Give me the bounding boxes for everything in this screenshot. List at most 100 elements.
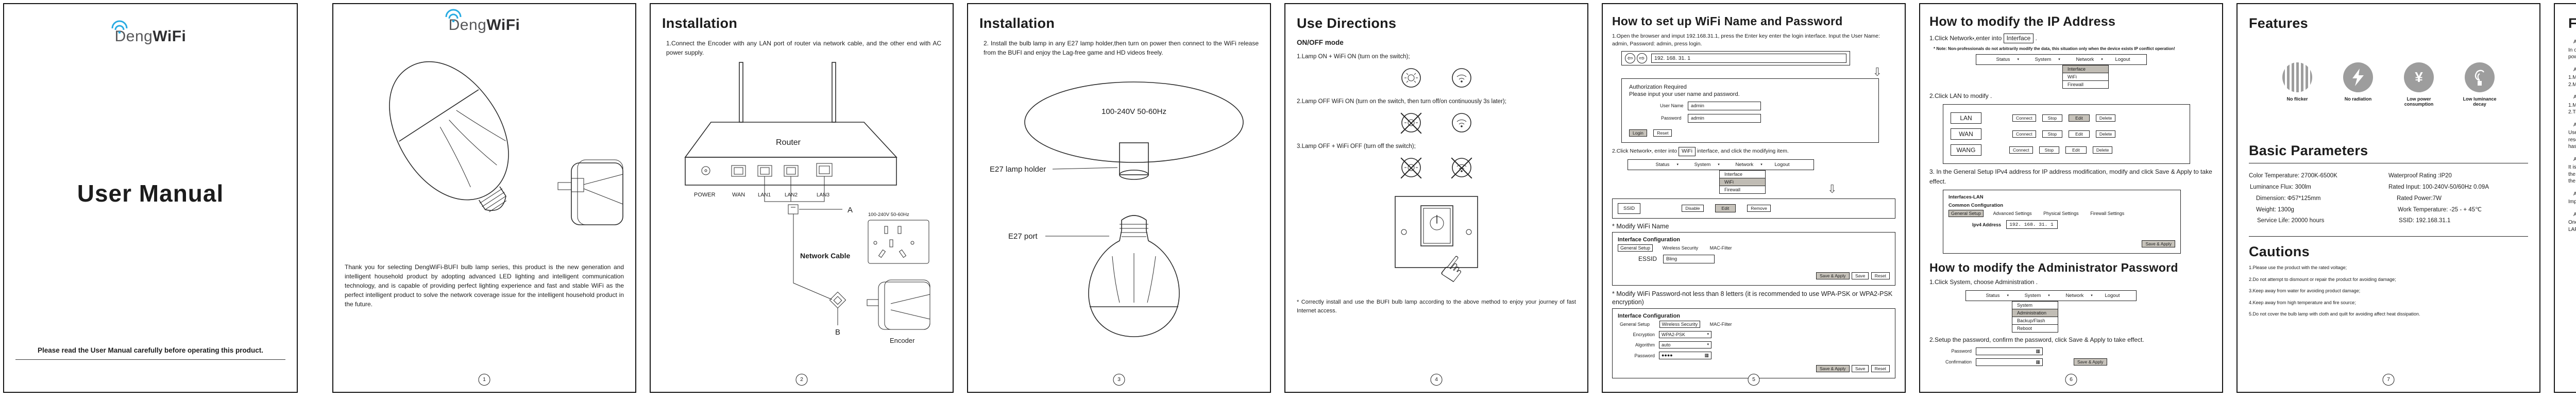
forward-icon: ⇨ — [1637, 53, 1647, 64]
yen-icon: ¥ — [2404, 62, 2434, 92]
ssid-row: SSID Disable Edit Remove — [1612, 198, 1895, 219]
menu-item-logout: Logout — [2115, 57, 2130, 63]
interfaces-lan-config: Interfaces-LAN Common Configuration Gene… — [1943, 190, 2181, 254]
encoder-drawing — [867, 279, 930, 330]
faq-question: Ask: The indicator of BUFI bulb lamp kee… — [2573, 67, 2576, 73]
faq-item: Ask: The indicator of BUFI bulb lamp kee… — [2568, 67, 2576, 89]
save-apply-button: Save & Apply — [2074, 358, 2107, 366]
back-icon: ⇦ — [1625, 53, 1635, 64]
submenu-item-firewall: Firewall — [1720, 185, 1765, 193]
auth-subtitle: Please input your user name and password… — [1629, 91, 1740, 98]
menu-bar: Status▾ System▾ Network▾ Logout — [1628, 159, 1814, 170]
submenu-item-firewall: Firewall — [2063, 80, 2108, 88]
lamp-off-icon — [1400, 112, 1422, 134]
brand-part2: WiFi — [486, 16, 520, 34]
brand-part2: WiFi — [152, 28, 187, 45]
page-title: User Manual — [77, 180, 224, 207]
port-label-lan2: LAN2 — [785, 192, 798, 198]
marker-b: B — [835, 328, 840, 337]
wifi-on-icon — [1451, 112, 1472, 134]
submenu-item-reboot: Reboot — [2012, 324, 2058, 332]
menu-item-system: System▾ — [2024, 292, 2050, 299]
algorithm-label: Algorithm — [1635, 342, 1655, 348]
basic-params-title: Basic Parameters — [2249, 143, 2368, 158]
wifi-step-2: 2.Click Network▾, enter into WiFi interf… — [1612, 147, 1895, 156]
delete-button: Delete — [2095, 114, 2116, 122]
save-apply-button: Save & Apply — [2142, 240, 2175, 248]
bulb-holder-diagram: 100-240V 50-60Hz E27 lamp holder E27 por… — [990, 81, 1244, 337]
stop-button: Stop — [2042, 114, 2063, 122]
password-label: Password — [1661, 115, 1682, 121]
feature-icons: No flicker No radiation ¥ Low power cons… — [2249, 62, 2528, 107]
onoff-mode-title: ON/OFF mode — [1297, 39, 1344, 46]
save-apply-button: Save & Apply — [1816, 365, 1850, 373]
ipv4-label: Ipv4 Address — [1972, 222, 2002, 227]
lamp-off-icon — [1400, 157, 1422, 178]
reset-button: Reset — [1871, 272, 1890, 279]
iface-name: LAN — [1951, 112, 1981, 124]
chevron-down-icon: ▾ — [2017, 58, 2019, 62]
tab-mac-filter: MAC-Filter — [1709, 322, 1732, 327]
flow-arrow: ⇩ — [1872, 65, 1882, 79]
install-step-1: 1.Connect the Encoder with any LAN port … — [666, 40, 941, 56]
wifi-password-field: ●●●●▦ — [1659, 352, 1711, 360]
algorithm-select: auto▾ — [1659, 341, 1711, 349]
param: Rated Input: 100-240V-50/60Hz 0.09A — [2388, 184, 2489, 190]
iface-name: WAN — [1951, 128, 1981, 140]
caution-item: 2.Do not attempt to dismount or repair t… — [2249, 276, 2396, 282]
faq-answer: 1.Make sure the encoder is properly conn… — [2568, 75, 2576, 88]
connect-button: Connect — [2012, 114, 2036, 122]
auth-dialog: Authorization Required Please input your… — [1621, 78, 1879, 143]
menu-item-network: Network▾ — [2065, 292, 2093, 299]
feature-no-flicker: No flicker — [2274, 62, 2321, 107]
submenu-item-wifi: WiFi — [2063, 73, 2108, 80]
params-left: Color Temperature: 2700K-6500K Luminance… — [2249, 171, 2388, 227]
tab-physical-settings: Physical Settings — [2043, 211, 2079, 217]
submenu-item-wifi: WiFi — [1720, 177, 1765, 186]
admin-password-label: Password — [1951, 349, 1972, 354]
feature-low-power: ¥ Low power consumption — [2395, 62, 2443, 107]
router-label: Router — [776, 138, 801, 147]
system-submenu: System Administration Backup/Flash Reboo… — [2012, 301, 2058, 333]
submenu-item-system: System — [2017, 302, 2033, 308]
interface-config-password: Interface Configuration General Setup Wi… — [1612, 308, 1895, 379]
tab-advanced-settings: Advanced Settings — [1993, 211, 2032, 217]
wifi-off-icon — [1451, 157, 1472, 178]
bulb-icon — [2465, 62, 2495, 92]
config-title: Interface Configuration — [1618, 236, 1681, 243]
section-title: Installation — [979, 15, 1055, 31]
wifi-step-1: 1.Open the browser and imput 192.168.31.… — [1612, 33, 1880, 47]
admin-title: How to modify the Administrator Password — [1929, 261, 2178, 275]
modify-name-title: * Modify WiFi Name — [1612, 222, 1669, 230]
caution-item: 5.Do not cover the bulb lamp with cloth … — [2249, 311, 2420, 317]
panel-ip-address: How to modify the IP Address 1.Click Net… — [1919, 3, 2223, 393]
faq-question: Ask: The WiFi signal is transmitted via … — [2573, 191, 2576, 197]
use-item-3: 3.Lamp OFF + WiFi OFF (turn off the swit… — [1297, 143, 1416, 150]
param: Service Life: 20000 hours — [2257, 218, 2325, 224]
faq-item: Ask: How to recover the BUFI bulb lamp t… — [2568, 122, 2576, 151]
grid-icon: ▦ — [1704, 353, 1709, 358]
use-item-1-icons — [1297, 67, 1576, 91]
panel-wifi-setup: How to set up WiFi Name and Password 1.O… — [1602, 3, 1906, 393]
brand-logo: DengWiFi — [15, 20, 285, 45]
save-button: Save — [1851, 365, 1869, 373]
submenu-item-interface: Interface — [1724, 171, 1743, 177]
marker-a: A — [848, 206, 853, 214]
caution-item: 1.Please use the product with the rated … — [2249, 265, 2347, 271]
auth-title: Authorization Required — [1629, 84, 1687, 91]
save-button: Save — [1851, 272, 1869, 279]
lamp-on-icon — [1400, 67, 1422, 89]
password-row: Password admin — [1661, 114, 1871, 123]
wall-switch-drawing: ☞ — [1395, 196, 1478, 292]
menu-item-status: Status▾ — [1996, 57, 2019, 63]
chevron-down-icon: ▾ — [2048, 293, 2050, 297]
table-row-wan: WAN Connect Stop Edit Delete — [1951, 128, 2182, 140]
reset-button: Reset — [1653, 129, 1672, 137]
interfaces-lan-title: Interfaces-LAN — [1948, 194, 1984, 201]
menu-item-status: Status▾ — [1986, 292, 2009, 299]
chevron-down-icon: ▾ — [1718, 162, 1720, 167]
cable-path — [764, 176, 846, 325]
page-number: 6 — [2065, 374, 2077, 386]
essid-field: Bling — [1663, 254, 1715, 263]
menu-bar: Status▾ System▾ Network▾ Logout — [1965, 290, 2137, 301]
